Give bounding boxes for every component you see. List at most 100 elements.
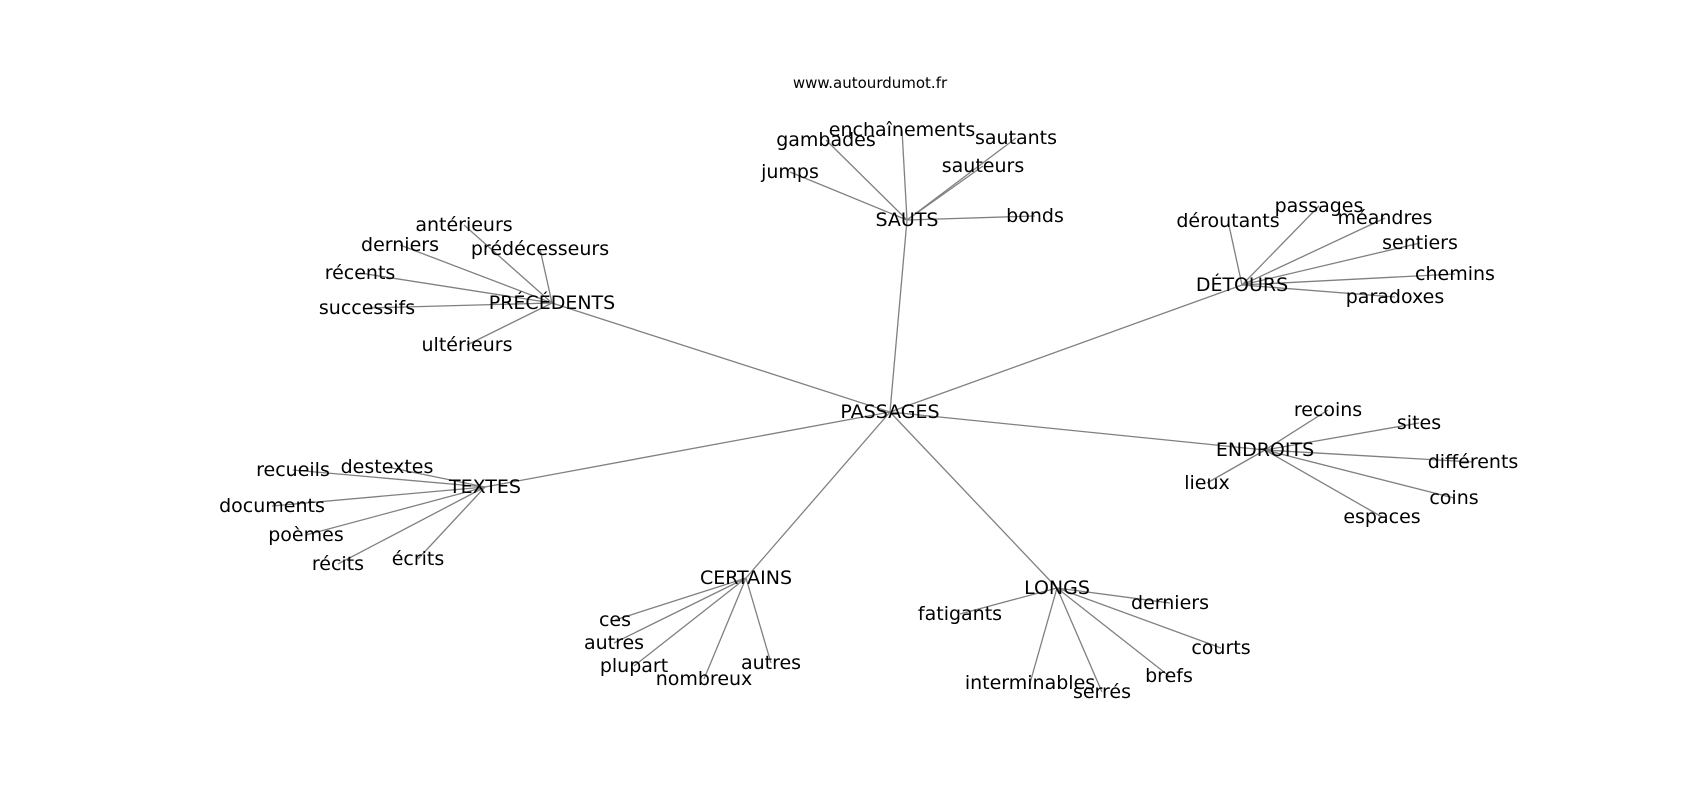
word-node: ultérieurs [422,334,513,356]
edge-group-4-word-4 [337,486,486,565]
word-node: bonds [1006,205,1064,227]
edge-group-1-word-1 [1241,205,1320,286]
edge-group-3-word-4 [1264,449,1455,499]
word-node: espaces [1343,506,1420,528]
word-node: méandres [1338,207,1433,229]
center-node: PASSAGES [840,401,939,423]
edge-group-4-word-5 [417,486,486,560]
edge-group-6-word-1 [1056,587,1171,604]
edge-group-6-word-2 [1056,587,1222,649]
edge-group-5-word-0 [614,577,747,621]
word-node: coins [1429,487,1478,509]
word-node: fatigants [918,603,1002,625]
edge-group-1-word-5 [1241,284,1396,298]
word-node: interminables [965,672,1095,694]
word-node: destextes [341,456,434,478]
edge-group-4-word-0 [292,469,486,488]
edge-group-4-word-3 [305,486,486,536]
word-node: sites [1397,412,1441,434]
edge-group-2-word-5 [466,302,553,346]
edge-group-2-word-4 [366,302,553,309]
edge-center-to-4 [484,411,891,488]
edge-center-to-0 [889,219,908,413]
word-node: jumps [760,161,819,183]
edge-group-6-word-3 [1029,587,1058,684]
edge-group-5-word-3 [703,577,747,680]
source-url: www.autourdumot.fr [793,74,948,92]
word-node: nombreux [656,668,753,690]
word-node: récents [325,262,396,284]
edge-group-3-word-2 [1264,449,1474,463]
word-node: ces [599,609,631,631]
edge-group-6-word-4 [1056,587,1103,693]
edge-group-2-word-1 [399,244,553,304]
group-node: LONGS [1024,577,1090,599]
word-node: sentiers [1382,232,1458,254]
word-node: prédécesseurs [471,238,609,260]
edge-group-6-word-0 [959,587,1058,615]
edge-center-to-3 [889,411,1266,451]
edge-group-6-word-5 [1056,587,1170,677]
word-node: déroutants [1176,210,1279,232]
word-node: sauteurs [942,155,1024,177]
word-node: poèmes [268,524,343,546]
edge-center-to-5 [745,411,891,579]
edge-group-0-word-3 [906,165,984,221]
word-node: antérieurs [415,214,512,236]
edge-group-5-word-1 [613,577,747,644]
edge-group-0-word-4 [789,171,908,221]
word-node: paradoxes [1346,286,1445,308]
word-node: enchaînements [829,119,975,141]
edge-group-4-word-1 [386,466,486,488]
group-node: CERTAINS [700,567,792,589]
group-node: PRÉCÉDENTS [489,291,615,314]
group-node: DÉTOURS [1196,273,1288,296]
edge-group-3-word-0 [1264,409,1329,451]
word-node: différents [1428,451,1519,473]
graph-labels: www.autourdumot.fr gambadesenchaînements… [219,74,1518,703]
word-node: chemins [1415,263,1495,285]
edge-group-0-word-5 [906,215,1036,221]
word-node: brefs [1145,665,1193,687]
word-node: lieux [1184,472,1230,494]
edge-group-0-word-0 [825,139,908,221]
word-node: récits [312,553,364,575]
edge-group-1-word-2 [1241,217,1386,286]
word-node: serrés [1073,681,1131,703]
edge-group-3-word-5 [1264,449,1383,518]
word-node: gambades [776,129,876,151]
edge-center-to-6 [889,411,1058,589]
word-node: successifs [319,297,415,319]
edge-group-5-word-2 [633,577,747,667]
word-node: passages [1275,195,1364,217]
word-node: autres [584,632,644,654]
edge-center-to-2 [551,302,891,413]
edge-center-to-1 [889,284,1243,413]
word-node: sautants [975,127,1057,149]
word-node: autres [741,652,801,674]
word-node: courts [1191,637,1250,659]
word-node: recueils [256,459,330,481]
word-node: documents [219,495,325,517]
word-node: derniers [1131,592,1209,614]
edge-group-4-word-2 [271,486,486,507]
edge-group-1-word-4 [1241,273,1456,286]
edge-group-3-word-3 [1206,449,1266,484]
group-node: ENDROITS [1216,439,1314,461]
word-node: écrits [392,548,445,570]
edge-group-3-word-1 [1264,422,1420,451]
edge-group-2-word-2 [539,248,553,304]
group-node: TEXTES [448,476,521,498]
edge-group-0-word-1 [901,129,908,221]
graph-edges [271,129,1474,693]
edge-group-2-word-0 [463,224,553,304]
edge-group-5-word-4 [745,577,772,664]
edge-group-2-word-3 [359,272,553,304]
edge-group-1-word-0 [1227,220,1243,286]
group-node: SAUTS [876,209,939,231]
edge-group-1-word-3 [1241,242,1421,286]
word-node: derniers [361,234,439,256]
word-node: plupart [600,655,668,677]
word-node: recoins [1294,399,1362,421]
